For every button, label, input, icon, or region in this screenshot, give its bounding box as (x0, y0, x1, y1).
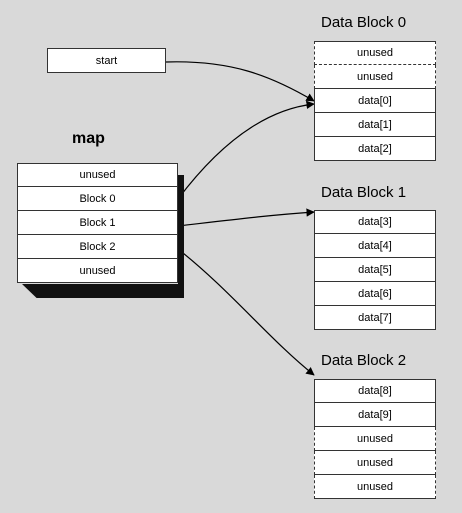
map-cell: unused (17, 163, 178, 187)
data-block-cell-label: unused (356, 456, 394, 469)
data-block-cell: data[6] (314, 282, 436, 306)
map-cell-label: unused (79, 169, 116, 181)
data-block-cell: data[3] (314, 210, 436, 234)
data-block-cell: unused (314, 41, 436, 65)
data-block-cell-label: data[1] (358, 118, 392, 131)
data-block-cell-label: data[8] (358, 385, 392, 397)
map-shadow-bottom (22, 284, 184, 298)
arrow-start-to-block0 (165, 61, 315, 102)
data-block-cell: unused (314, 65, 436, 89)
data-block-title: Data Block 0 (321, 14, 407, 31)
data-block-cell-label: unused (356, 70, 394, 83)
arrow-block2-to-data-block-2 (177, 248, 315, 376)
data-block-cell: data[7] (314, 306, 436, 330)
data-block-cell: unused (314, 475, 436, 499)
data-block-cell-label: data[7] (358, 311, 392, 324)
data-block-cell: data[2] (314, 137, 436, 161)
arrow-block1-to-data-block-1 (177, 208, 315, 227)
map-cell-label: Block 0 (79, 192, 116, 205)
arrow-block0-to-data-block-0 (177, 100, 315, 200)
data-block-cell-label: data[9] (358, 408, 392, 421)
data-block-cell-label: data[3] (358, 216, 392, 228)
start-box: start (47, 48, 166, 73)
map-cell: Block 2 (17, 235, 178, 259)
data-block-cell: unused (314, 451, 436, 475)
data-block-cell-label: unused (356, 480, 394, 493)
data-block-cell: data[4] (314, 234, 436, 258)
data-block-cell: data[0] (314, 89, 436, 113)
data-block-cell: data[8] (314, 379, 436, 403)
map-cell-label: Block 2 (79, 240, 116, 253)
map-cell-label: unused (79, 264, 116, 277)
data-block-cell-label: data[5] (358, 263, 392, 276)
map-shadow-right (178, 175, 184, 298)
data-block-cell-label: data[4] (358, 239, 392, 252)
data-block-cell-label: unused (356, 47, 394, 59)
data-block-cell: data[9] (314, 403, 436, 427)
map-cell: Block 0 (17, 187, 178, 211)
data-block-title: Data Block 2 (321, 352, 407, 369)
map-cell: Block 1 (17, 211, 178, 235)
data-block-title: Data Block 1 (321, 184, 407, 201)
data-block-cell-label: data[6] (358, 287, 392, 300)
map-title: map (72, 130, 105, 147)
data-block-cell: unused (314, 427, 436, 451)
data-block-cell: data[1] (314, 113, 436, 137)
map-cell-label: Block 1 (79, 216, 116, 229)
start-label: start (95, 54, 118, 67)
data-block-cell-label: data[0] (358, 94, 392, 107)
data-block-cell-label: data[2] (358, 142, 392, 155)
data-block-cell-label: unused (356, 432, 394, 445)
map-cell: unused (17, 259, 178, 283)
data-block-cell: data[5] (314, 258, 436, 282)
